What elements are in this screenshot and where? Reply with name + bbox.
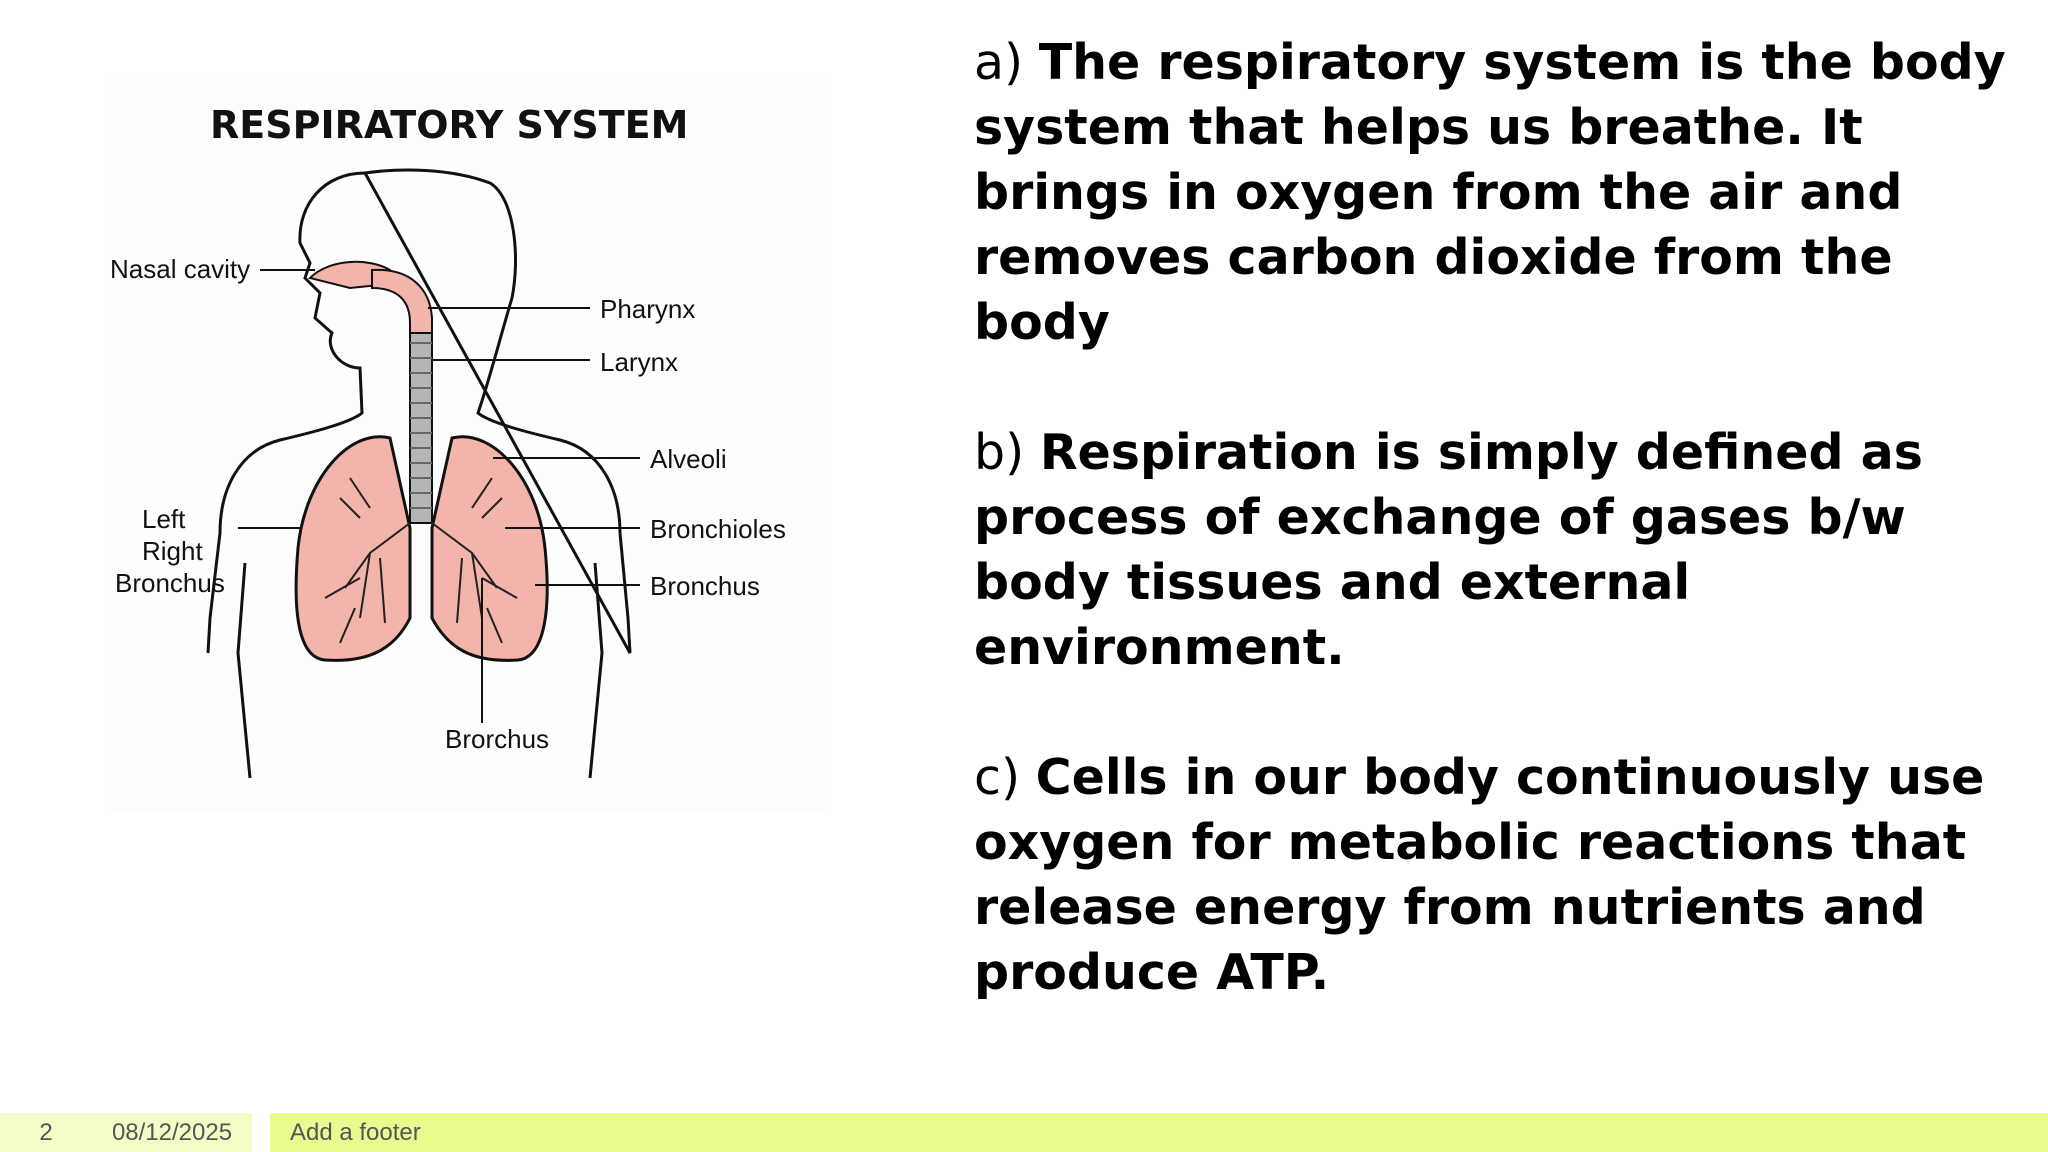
left-lung: [294, 435, 412, 662]
label-nasal-cavity: Nasal cavity: [110, 254, 250, 284]
label-larynx: Larynx: [600, 347, 678, 377]
label-alveoli: Alveoli: [650, 444, 727, 474]
paragraph-c: c) Cells in our body continuously use ox…: [974, 745, 2040, 1005]
respiratory-system-figure: RESPIRATORY SYSTEM Nasal cavity Pharynx …: [110, 78, 830, 813]
respiratory-diagram: RESPIRATORY SYSTEM Nasal cavity Pharynx …: [110, 103, 786, 779]
paragraph-b-marker: b): [974, 424, 1025, 481]
slide-number: 2: [0, 1113, 92, 1152]
paragraph-a: a) The respiratory system is the body sy…: [974, 30, 2040, 355]
footer-divider: [252, 1113, 270, 1152]
slide-date: 08/12/2025: [92, 1113, 252, 1152]
paragraph-a-marker: a): [974, 34, 1024, 91]
right-lung: [430, 435, 549, 662]
figure-title: RESPIRATORY SYSTEM: [210, 103, 688, 147]
right-arm-line: [588, 562, 604, 779]
trachea-rings: [410, 342, 432, 509]
label-brorchus-bottom: Brorchus: [445, 724, 549, 754]
paragraph-a-text: The respiratory system is the body syste…: [974, 34, 2006, 351]
paragraph-b-text: Respiration is simply defined as process…: [974, 424, 1923, 676]
slide-footer: 2 08/12/2025 Add a footer: [0, 1113, 2048, 1152]
label-pharynx: Pharynx: [600, 294, 695, 324]
leader-lines: [238, 269, 640, 723]
trachea: [409, 332, 433, 524]
footer-text[interactable]: Add a footer: [290, 1119, 421, 1146]
paragraph-b: b) Respiration is simply defined as proc…: [974, 420, 2040, 680]
bronchial-tree: [324, 477, 518, 644]
label-left: Left: [142, 504, 186, 534]
label-bronchus-left: Bronchus: [115, 568, 225, 598]
paragraph-c-text: Cells in our body continuously use oxyge…: [974, 749, 1985, 1001]
label-bronchus-right: Bronchus: [650, 571, 760, 601]
content-text: a) The respiratory system is the body sy…: [974, 30, 2040, 1070]
left-arm-line: [236, 562, 252, 779]
paragraph-c-marker: c): [974, 749, 1021, 806]
label-right: Right: [142, 536, 203, 566]
label-bronchioles: Bronchioles: [650, 514, 786, 544]
body-outline: [206, 168, 632, 654]
